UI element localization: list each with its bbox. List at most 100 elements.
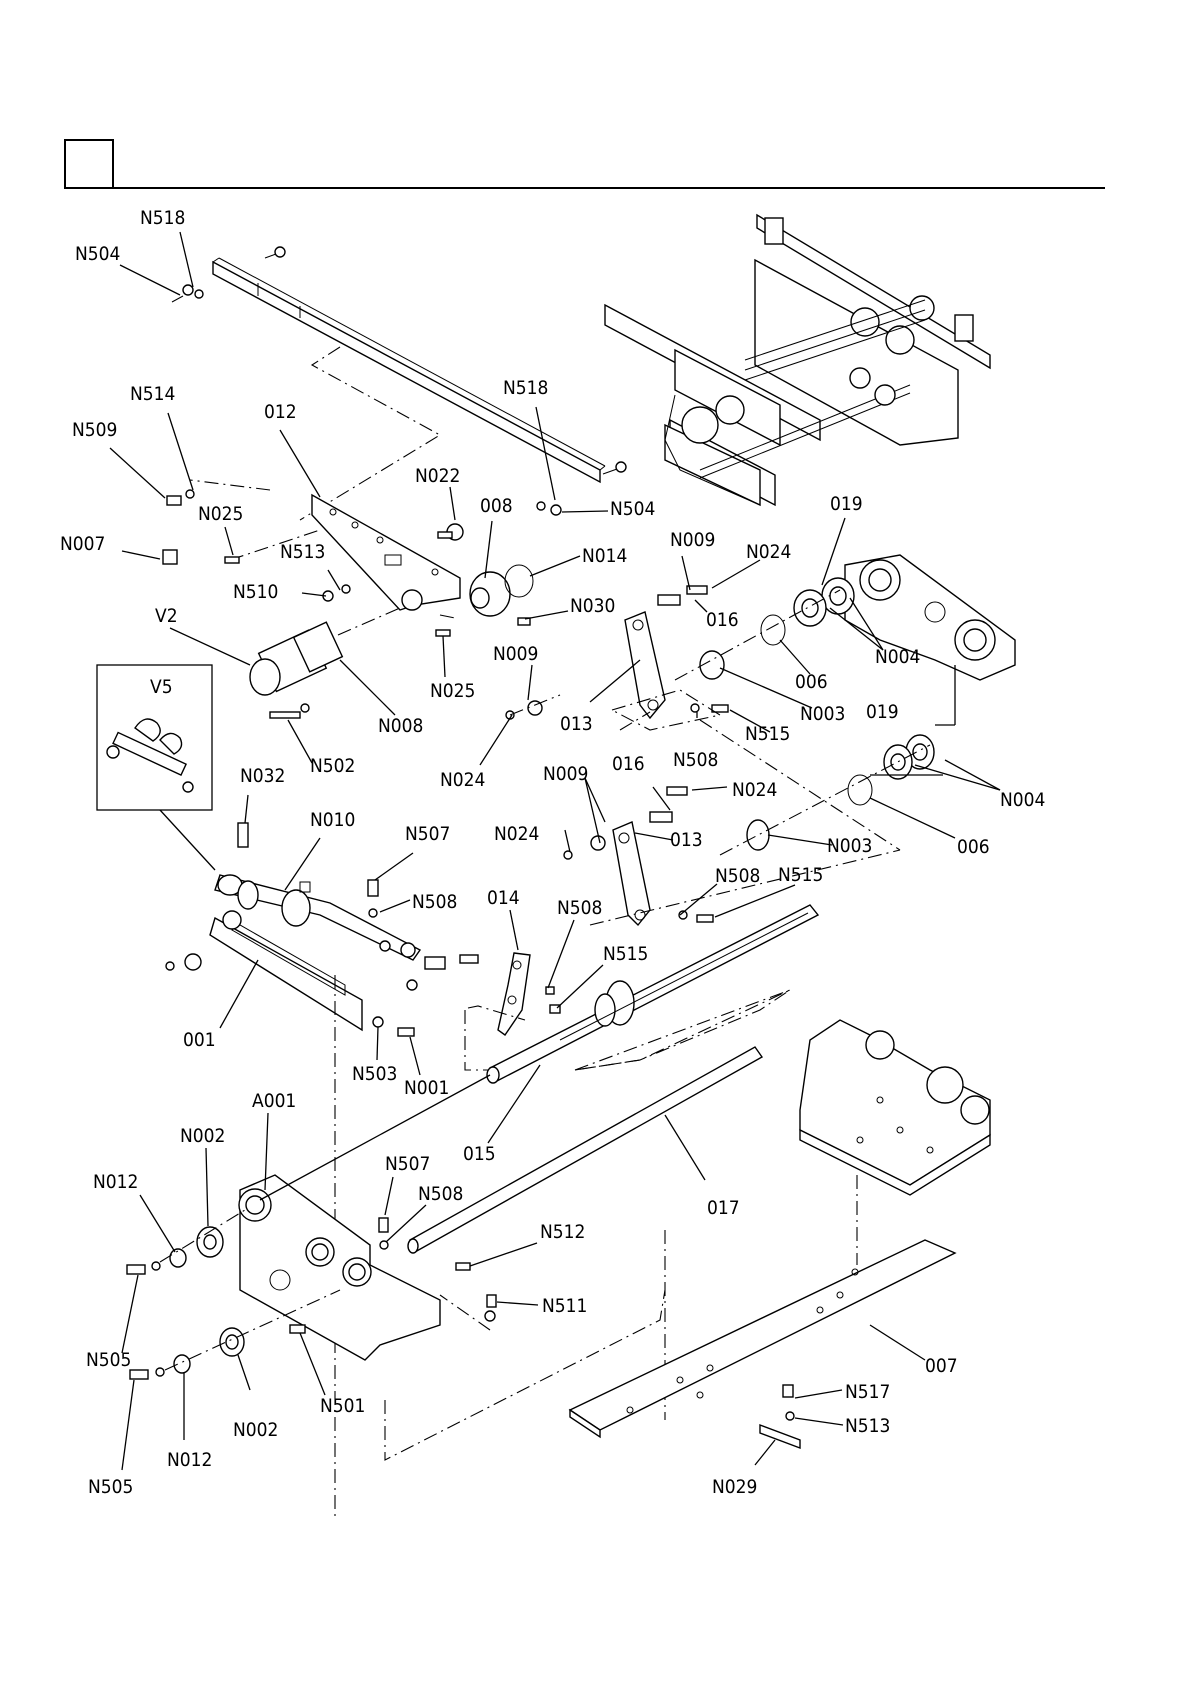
label-n502: N502: [310, 755, 355, 777]
label-n004: N004: [875, 646, 920, 668]
label-n007: N007: [60, 533, 105, 555]
label-n508: N508: [418, 1183, 463, 1205]
label-016: 016: [706, 609, 739, 631]
label-n003: N003: [827, 835, 872, 857]
label-n508: N508: [557, 897, 602, 919]
label-n014: N014: [582, 545, 627, 567]
label-n030: N030: [570, 595, 615, 617]
bracket-012: [311, 493, 461, 611]
label-n514: N514: [130, 383, 175, 405]
label-n509: N509: [72, 419, 117, 441]
label-n002: N002: [180, 1125, 225, 1147]
label-n002: N002: [233, 1419, 278, 1441]
label-n505: N505: [86, 1349, 131, 1371]
fasteners-upper-left: [162, 284, 562, 637]
label-n032: N032: [240, 765, 285, 787]
label-n008: N008: [378, 715, 423, 737]
cylinder-n010: [214, 874, 422, 961]
label-n503: N503: [352, 1063, 397, 1085]
label-n022: N022: [415, 465, 460, 487]
label-019: 019: [830, 493, 863, 515]
base-plate-007: [568, 1239, 957, 1439]
rod-017: [407, 1046, 764, 1254]
mounting-bracket: [799, 1019, 991, 1196]
label-n508: N508: [715, 865, 760, 887]
label-016: 016: [612, 753, 645, 775]
label-n518: N518: [503, 377, 548, 399]
label-n025: N025: [430, 680, 475, 702]
pulley-008: [469, 564, 534, 626]
label-007: 007: [925, 1355, 958, 1377]
label-n512: N512: [540, 1221, 585, 1243]
label-n515: N515: [745, 723, 790, 745]
shaft-015: [486, 904, 820, 1084]
label-n009: N009: [493, 643, 538, 665]
label-n024: N024: [746, 541, 791, 563]
arm-014: [497, 952, 561, 1036]
label-n508: N508: [673, 749, 718, 771]
label-a001: A001: [252, 1090, 296, 1112]
label-n517: N517: [845, 1381, 890, 1403]
arm-013-upper: [505, 585, 729, 720]
label-n009: N009: [670, 529, 715, 551]
label-n504: N504: [75, 243, 120, 265]
v5-inset: [96, 664, 216, 871]
part-labels: N518 N504 N514 N509 012 N518 N504 N022 0…: [60, 207, 1045, 1498]
label-n024: N024: [494, 823, 539, 845]
label-n029: N029: [712, 1476, 757, 1498]
label-n504: N504: [610, 498, 655, 520]
label-015: 015: [463, 1143, 496, 1165]
label-v5: V5: [150, 676, 173, 698]
label-013: 013: [560, 713, 593, 735]
header-frame: [64, 139, 1105, 189]
label-n010: N010: [310, 809, 355, 831]
label-n511: N511: [542, 1295, 587, 1317]
fasteners-center: [378, 1217, 497, 1322]
label-012: 012: [264, 401, 297, 423]
label-014: 014: [487, 887, 520, 909]
label-019: 019: [866, 701, 899, 723]
label-001: 001: [183, 1029, 216, 1051]
motor-v2: [249, 607, 401, 719]
label-n515: N515: [778, 864, 823, 886]
label-008: 008: [480, 495, 513, 517]
label-n004: N004: [1000, 789, 1045, 811]
label-006: 006: [957, 836, 990, 858]
label-n510: N510: [233, 581, 278, 603]
label-017: 017: [707, 1197, 740, 1219]
label-n001: N001: [404, 1077, 449, 1099]
leader-lines: [109, 231, 1001, 1471]
label-n515: N515: [603, 943, 648, 965]
label-n505: N505: [88, 1476, 133, 1498]
bearing-set-lower: [746, 734, 935, 851]
label-n507: N507: [405, 823, 450, 845]
label-n012: N012: [93, 1171, 138, 1193]
label-n518: N518: [140, 207, 185, 229]
label-n025: N025: [198, 503, 243, 525]
side-plate-a001: [238, 1174, 441, 1361]
label-n507: N507: [385, 1153, 430, 1175]
label-n513: N513: [280, 541, 325, 563]
label-n009: N009: [543, 763, 588, 785]
label-n012: N012: [167, 1449, 212, 1471]
side-frame-right: [844, 554, 1016, 681]
label-n513: N513: [845, 1415, 890, 1437]
label-n508: N508: [412, 891, 457, 913]
label-n003: N003: [800, 703, 845, 725]
label-n024: N024: [440, 769, 485, 791]
pin-n032: [237, 822, 249, 848]
top-frame-rail: [212, 246, 627, 484]
label-013: 013: [670, 829, 703, 851]
arm-013-lower: [563, 786, 714, 927]
label-006: 006: [795, 671, 828, 693]
rod-fasteners: [367, 879, 479, 1037]
assembly-view: [604, 213, 991, 507]
label-v2: V2: [155, 605, 178, 627]
frame-001: [165, 910, 363, 1032]
clamp-parts: [759, 1384, 801, 1450]
label-n024: N024: [732, 779, 777, 801]
bearings-left: [126, 1226, 306, 1380]
bearing-set-upper: [699, 577, 855, 680]
label-n501: N501: [320, 1395, 365, 1417]
